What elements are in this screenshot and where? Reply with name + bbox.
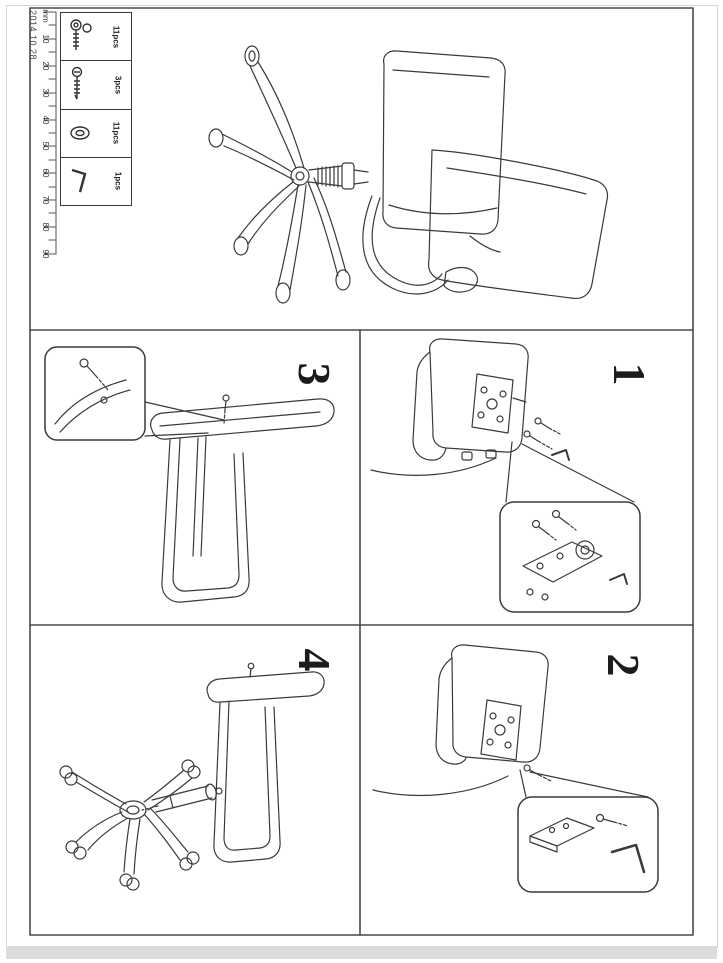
part-quantity: 11pcs (111, 25, 121, 48)
step-3-number: 3 (289, 362, 341, 386)
allen-key-icon (71, 169, 87, 193)
step-1-number: 1 (604, 362, 656, 386)
washer-icon (70, 126, 90, 140)
ruler-labels: mm 10 20 30 40 50 60 70 80 90 (41, 9, 50, 259)
step-1-illustration (371, 339, 640, 612)
svg-text:40: 40 (41, 116, 50, 125)
step-4-number: 4 (289, 648, 341, 672)
parts-row-bolt: 11pcs (61, 13, 131, 62)
date-label: 2014.10.28 (28, 10, 38, 61)
part-quantity: 1pcs (113, 172, 123, 191)
step-3-illustration (45, 347, 334, 602)
screw-icon (71, 66, 83, 100)
svg-text:20: 20 (41, 62, 50, 71)
ruler: mm 10 20 30 40 50 60 70 80 90 (41, 9, 56, 259)
svg-text:60: 60 (41, 169, 50, 178)
svg-text:90: 90 (41, 250, 50, 259)
parts-row-screw: 3pcs (61, 61, 131, 110)
svg-text:30: 30 (41, 89, 50, 98)
svg-text:50: 50 (41, 142, 50, 151)
page-edge-shadow (6, 946, 717, 959)
svg-text:70: 70 (41, 196, 50, 205)
step-2-illustration (373, 645, 658, 892)
svg-text:80: 80 (41, 223, 50, 232)
svg-text:10: 10 (41, 35, 50, 44)
part-quantity: 11pcs (111, 122, 121, 145)
parts-list: 11pcs 3pcs 11pcs 1pcs (60, 12, 132, 206)
parts-row-allen-key: 1pcs (61, 158, 131, 205)
svg-text:mm: mm (41, 9, 50, 23)
step-4-illustration (60, 663, 324, 890)
parts-row-washer: 11pcs (61, 110, 131, 158)
step-2-number: 2 (598, 653, 650, 677)
bolt-icon (70, 18, 92, 50)
assembled-chair-illustration (209, 46, 607, 303)
panel-borders (30, 8, 693, 935)
part-quantity: 3pcs (113, 75, 123, 94)
